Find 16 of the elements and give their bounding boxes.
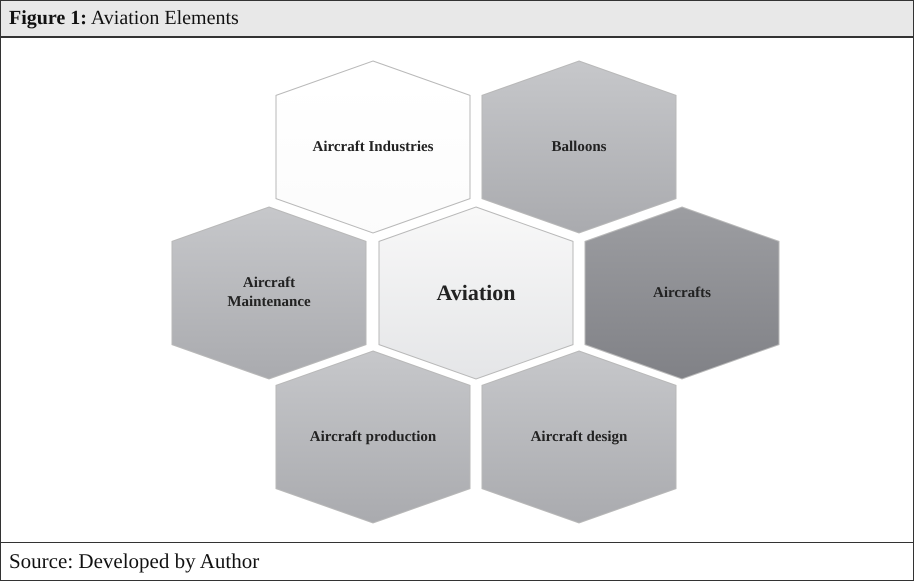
hexagon-label: Aviation — [435, 279, 517, 307]
figure-title: Figure 1: Aviation Elements — [1, 1, 913, 38]
source-caption: Source: Developed by Author — [1, 542, 913, 580]
hexagon-label: Aircraft Maintenance — [226, 274, 312, 312]
hexagon — [276, 61, 470, 233]
hexagon-label: Aircrafts — [652, 284, 712, 302]
hexagon — [585, 207, 779, 379]
hexagon-label: Aircraft Industries — [312, 138, 434, 156]
hexagon-label: Balloons — [550, 138, 608, 156]
hexagon — [379, 207, 573, 379]
hexagon — [276, 351, 470, 523]
hexagon — [482, 61, 676, 233]
hexagon — [172, 207, 366, 379]
hexagon-label: Aircraft design — [530, 428, 628, 446]
hexagon — [482, 351, 676, 523]
hexagon-label: Aircraft production — [308, 428, 438, 446]
